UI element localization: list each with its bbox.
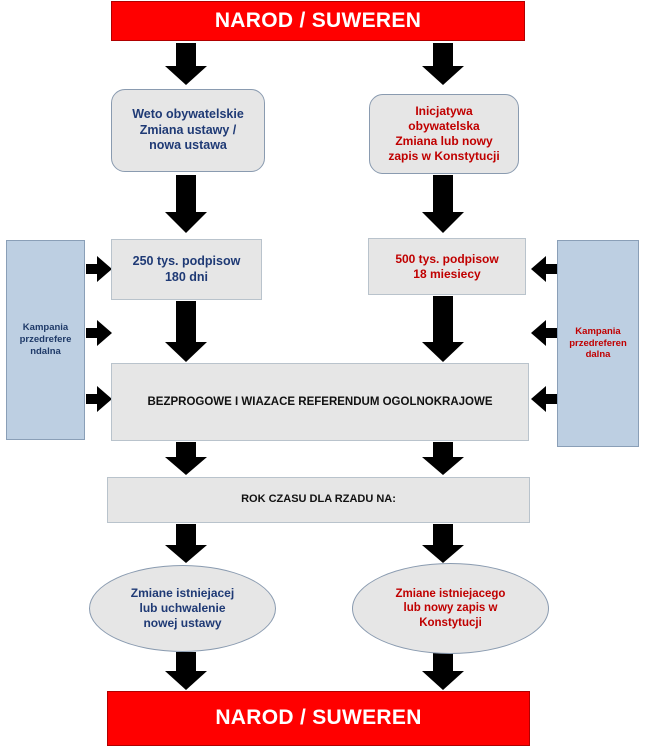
arrow-down [422, 524, 464, 563]
government-year-text: ROK CZASU DLA RZADU NA: [241, 493, 396, 506]
left-campaign-panel: Kampania przedrefere ndalna [6, 240, 85, 440]
arrow-down [422, 296, 464, 362]
arrow-down [422, 175, 464, 233]
citizen-veto-text: Weto obywatelskie Zmiana ustawy / nowa u… [132, 107, 244, 153]
bottom-banner-label: NAROD / SUWEREN [215, 706, 422, 730]
right-signatures-text: 500 tys. podpisow 18 miesiecy [395, 251, 499, 281]
government-year-box: ROK CZASU DLA RZADU NA: [107, 477, 530, 523]
bottom-banner: NAROD / SUWEREN [107, 691, 530, 746]
left-outcome-text: Zmiane istniejacej lub uchwalenie nowej … [130, 586, 235, 630]
citizen-veto-box: Weto obywatelskie Zmiana ustawy / nowa u… [111, 89, 265, 172]
right-outcome-text: Zmiane istniejacego lub nowy zapis w Kon… [395, 587, 506, 629]
arrow-down [165, 175, 207, 233]
arrow-down [165, 301, 207, 362]
arrow-right [86, 386, 112, 412]
top-banner: NAROD / SUWEREN [111, 1, 525, 41]
right-campaign-panel: Kampania przedreferen dalna [557, 240, 639, 447]
left-signatures-box: 250 tys. podpisow 180 dni [111, 239, 262, 300]
arrow-right [86, 320, 112, 346]
arrow-down [165, 442, 207, 475]
right-campaign-text: Kampania przedreferen dalna [569, 325, 627, 361]
arrow-left [531, 256, 557, 282]
right-signatures-box: 500 tys. podpisow 18 miesiecy [368, 238, 526, 295]
arrow-down [422, 43, 464, 85]
top-banner-label: NAROD / SUWEREN [214, 8, 422, 32]
arrow-down [165, 43, 207, 85]
citizen-initiative-box: Inicjatywa obywatelska Zmiana lub nowy z… [369, 94, 519, 174]
arrow-left [531, 320, 557, 346]
arrow-down [422, 442, 464, 475]
arrow-down [165, 652, 207, 690]
referendum-text: BEZPROGOWE I WIAZACE REFERENDUM OGOLNOKR… [147, 395, 493, 408]
left-signatures-text: 250 tys. podpisow 180 dni [132, 253, 241, 284]
right-outcome-ellipse: Zmiane istniejacego lub nowy zapis w Kon… [352, 563, 549, 654]
left-campaign-text: Kampania przedrefere ndalna [19, 322, 72, 357]
arrow-down [165, 524, 207, 563]
left-outcome-ellipse: Zmiane istniejacej lub uchwalenie nowej … [89, 565, 276, 652]
referendum-box: BEZPROGOWE I WIAZACE REFERENDUM OGOLNOKR… [111, 363, 529, 441]
arrow-left [531, 386, 557, 412]
arrow-right [86, 256, 112, 282]
citizen-initiative-text: Inicjatywa obywatelska Zmiana lub nowy z… [388, 104, 500, 163]
arrow-down [422, 652, 464, 690]
